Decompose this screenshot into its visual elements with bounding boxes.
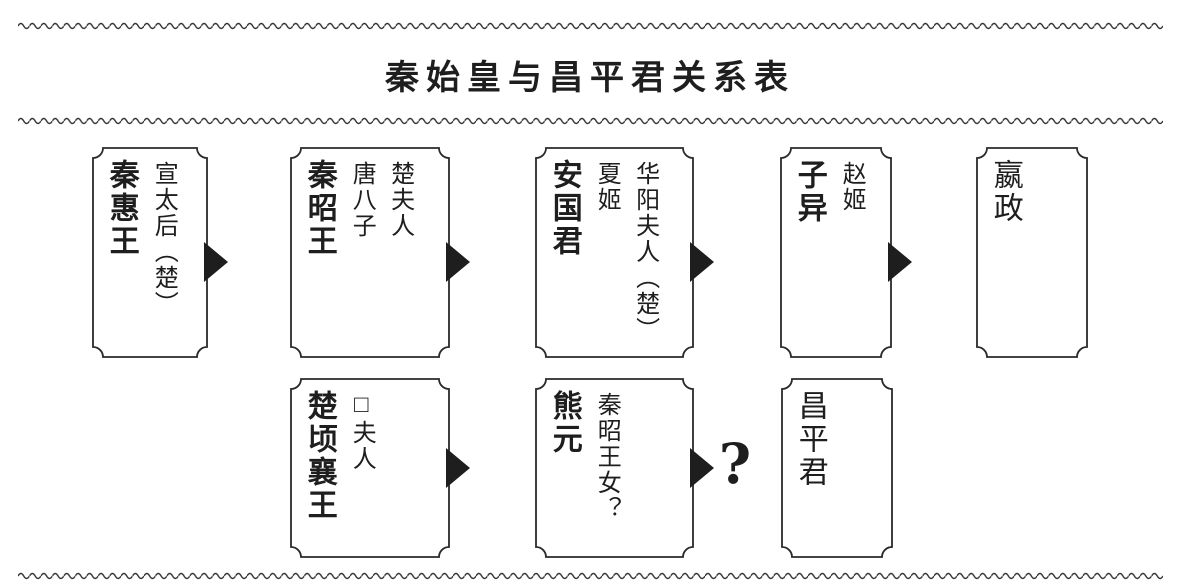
plaque-border-icon	[290, 147, 450, 358]
name-columns: 熊元 秦昭王女？	[548, 390, 688, 550]
person-name: 熊元	[548, 390, 581, 456]
person-name: 安国君	[548, 159, 581, 258]
plaque-border-icon	[535, 378, 694, 558]
spouse-name: 华阳夫人（楚）	[631, 161, 658, 343]
person-name: 嬴政	[989, 159, 1022, 225]
arrow-right-icon	[690, 242, 714, 282]
spouse-name: 楚夫人	[386, 161, 413, 239]
plaque-border-icon	[780, 147, 892, 358]
person-name: 子异	[793, 159, 826, 225]
plaque-border-icon	[290, 378, 450, 558]
name-columns: 安国君 夏姬 华阳夫人（楚）	[548, 159, 688, 350]
person-box-xiong-yuan: 熊元 秦昭王女？	[535, 378, 714, 558]
arrow-right-icon	[690, 448, 714, 488]
person-name: 楚顷襄王	[303, 390, 336, 522]
uncertain-relation-question-mark: ?	[718, 431, 752, 496]
person-box-an-guo-jun: 安国君 夏姬 华阳夫人（楚）	[535, 147, 714, 358]
spouse-name: 赵姬	[838, 161, 865, 213]
person-box-qin-hui-wang: 秦惠王 宣太后（楚）	[92, 147, 228, 358]
plaque-border-icon	[781, 378, 893, 558]
spouse-name: 夏姬	[593, 161, 620, 213]
person-name: 秦昭王	[303, 159, 336, 258]
person-box-zi-yi: 子异 赵姬	[780, 147, 912, 358]
person-box-ying-zheng: 嬴政	[976, 147, 1088, 358]
spouse-name: 宣太后（楚）	[150, 161, 177, 317]
person-name: 秦惠王	[105, 159, 138, 258]
name-columns: 秦昭王 唐八子 楚夫人	[303, 159, 444, 350]
plaque-border-icon	[535, 147, 694, 358]
wavy-line-icon	[18, 114, 1163, 128]
spouse-name: 秦昭王女？	[593, 392, 620, 522]
name-columns: 楚顷襄王 □夫人	[303, 390, 444, 550]
person-box-chu-qing-xiang-wang: 楚顷襄王 □夫人	[290, 378, 470, 558]
arrow-right-icon	[204, 242, 228, 282]
wavy-line-icon	[18, 19, 1163, 33]
arrow-right-icon	[446, 242, 470, 282]
person-box-chang-ping-jun: 昌平君	[781, 378, 893, 558]
page-title: 秦始皇与昌平君关系表	[385, 60, 795, 97]
wavy-rule-bottom	[18, 569, 1163, 583]
wavy-line-icon	[18, 569, 1163, 583]
name-columns: 秦惠王 宣太后（楚）	[105, 159, 202, 350]
plaque-border-icon	[92, 147, 208, 358]
spouse-name: 唐八子	[348, 161, 375, 239]
arrow-right-icon	[446, 448, 470, 488]
plaque-border-icon	[976, 147, 1088, 358]
name-columns: 昌平君	[794, 390, 887, 550]
person-box-qin-zhao-wang: 秦昭王 唐八子 楚夫人	[290, 147, 470, 358]
name-columns: 子异 赵姬	[793, 159, 886, 350]
arrow-right-icon	[888, 242, 912, 282]
name-columns: 嬴政	[989, 159, 1082, 350]
person-name: 昌平君	[794, 390, 827, 489]
wavy-rule-top	[18, 19, 1163, 33]
wavy-rule-under-title	[18, 114, 1163, 128]
spouse-name: □夫人	[348, 392, 375, 472]
